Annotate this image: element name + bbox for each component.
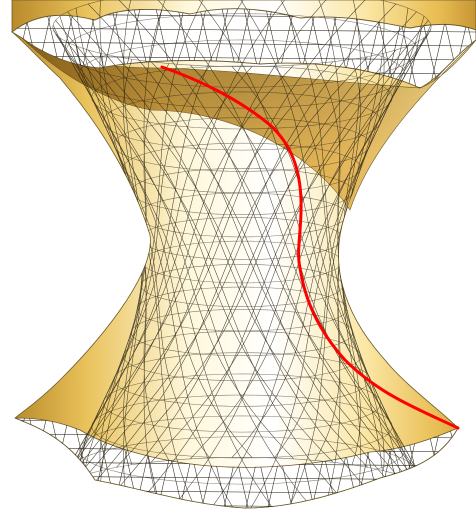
- rim-mesh-line: [462, 0, 476, 525]
- rim-mesh-line: [12, 8, 55, 88]
- mesh-ring-line: [91, 394, 393, 459]
- rim-mesh-line: [439, 8, 476, 88]
- rim-mesh-line: [439, 8, 476, 88]
- mesh-ring-line: [140, 264, 344, 307]
- rim-mesh-line: [462, 0, 476, 525]
- mesh-ring-line: [65, 13, 419, 88]
- rim-mesh-line: [12, 41, 476, 47]
- mesh-ring-line: [102, 91, 382, 151]
- rim-mesh-line: [0, 518, 476, 522]
- rim-mesh-line: [43, 418, 165, 508]
- mesh-ring-line: [136, 286, 348, 332]
- rim-mesh-line: [15, 418, 33, 508]
- rim-mesh-line: [15, 418, 33, 508]
- rim-mesh-line: [15, 418, 55, 508]
- rim-mesh-line: [12, 8, 55, 88]
- rim-mesh-line: [0, 0, 10, 525]
- mesh-ring-line: [123, 330, 361, 382]
- mesh-ring-line: [78, 415, 406, 485]
- rim-mesh-line: [65, 418, 187, 508]
- mesh-ring-line: [113, 352, 371, 407]
- mesh-ring-line: [113, 117, 371, 172]
- mesh-ring-line: [130, 309, 354, 356]
- rim-mesh-line: [15, 418, 77, 508]
- rim-mesh-line: [15, 418, 55, 508]
- highlighted-curve: [160, 65, 460, 430]
- rim-mesh-line: [461, 8, 476, 88]
- rim-mesh-line: [0, 0, 10, 525]
- rim-mesh-line: [15, 418, 99, 508]
- surface-mesh: [52, 0, 432, 508]
- mesh-ring-line: [78, 39, 406, 109]
- rim-mesh-line: [12, 8, 33, 88]
- rim-mesh-line: [12, 8, 33, 88]
- mesh-ring-line: [102, 373, 382, 433]
- rim-mesh-line: [439, 418, 458, 508]
- rim-mesh-line: [439, 418, 458, 508]
- surface-top-rim: [11, 8, 476, 89]
- rim-mesh-line: [0, 0, 10, 525]
- rim-mesh-line: [461, 8, 476, 88]
- rim-mesh-line: [0, 518, 476, 522]
- rim-mesh-line: [0, 0, 10, 525]
- mesh-ring-line: [91, 65, 393, 130]
- mesh-ring-line: [52, 0, 432, 67]
